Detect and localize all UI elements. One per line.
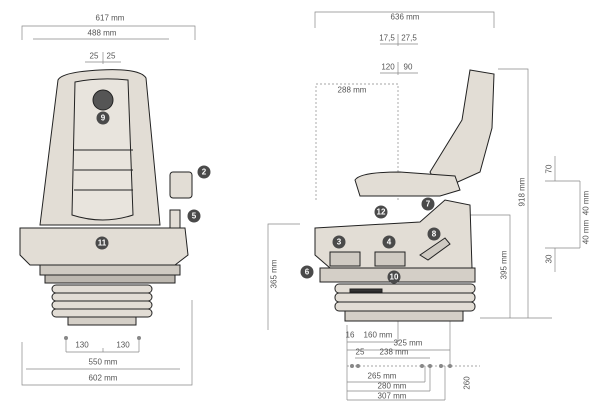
dim-height-bottom: 30 [544,254,554,264]
dim-seat-height: 395 mm [499,250,509,280]
side-seat [314,69,495,322]
dim-base-307: 307 mm [377,391,407,401]
dim-base-265: 265 mm [367,371,397,381]
dim-base-160: 160 mm [363,330,393,340]
marker-2: 2 [197,165,211,179]
marker-4: 4 [382,235,396,249]
dim-offset-right: 25 [106,51,116,61]
dim-base-overall: 602 mm [88,373,118,383]
dim-base-25: 25 [355,347,365,357]
dim-slide-rear: 90 [403,62,413,72]
dim-base-width: 550 mm [88,357,118,367]
marker-3: 3 [332,235,346,249]
dim-base-260: 260 [462,376,472,390]
marker-8: 8 [427,227,441,241]
marker-7: 7 [421,197,435,211]
marker-9: 9 [96,111,110,125]
dim-mount-left: 130 [75,340,89,350]
front-dimension-lines [21,25,196,386]
dim-slide-front: 120 [381,62,395,72]
dim-mount-right: 130 [116,340,130,350]
dim-overall-depth: 636 mm [390,12,420,22]
dim-backrest-offset: 288 mm [337,85,367,95]
marker-5: 5 [187,209,201,223]
mount-points [64,336,452,368]
dim-base-325: 325 mm [393,338,423,348]
dim-overall-height: 918 mm [517,177,527,207]
dim-base-280: 280 mm [377,381,407,391]
dim-overall-width: 617 mm [95,13,125,23]
marker-12: 12 [374,205,388,219]
marker-6: 6 [300,265,314,279]
dim-base-16: 16 [345,330,355,340]
dim-base-238: 238 mm [379,347,409,357]
front-seat [19,69,193,326]
dim-offset-left: 25 [89,51,99,61]
side-dimension-lines [267,11,581,401]
dim-travel-down: 40 mm [581,219,591,245]
dim-travel-up: 40 mm [581,190,591,216]
dim-height-top: 70 [544,164,554,174]
dim-suspension-height: 365 mm [269,259,279,289]
dim-fore-aft-front: 17,5 [379,33,395,43]
marker-11: 11 [95,236,109,250]
dim-fore-aft-rear: 27,5 [401,33,417,43]
marker-10: 10 [387,270,401,284]
dim-backrest-width: 488 mm [87,28,117,38]
